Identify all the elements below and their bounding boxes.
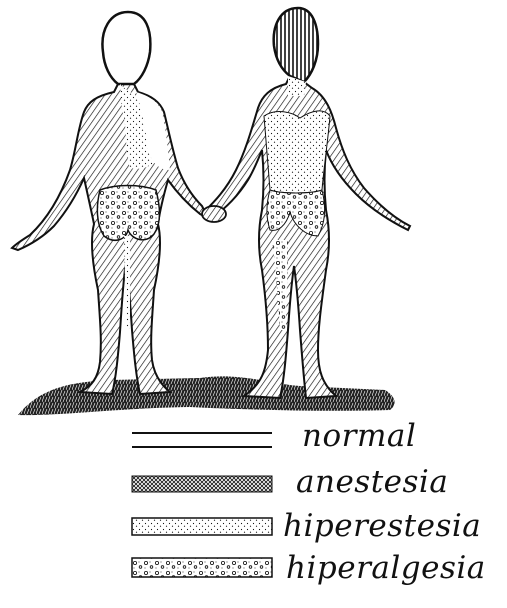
back-figure-head xyxy=(102,12,150,84)
back-view-figure xyxy=(12,12,208,394)
legend-swatch-anestesia xyxy=(132,476,272,492)
legend-label-anestesia: anestesia xyxy=(296,464,448,500)
front-figure-torso-area xyxy=(264,111,330,193)
legend-label-normal: normal xyxy=(302,418,416,454)
legend-item-anestesia: anestesia xyxy=(132,464,448,500)
back-figure-buttocks xyxy=(97,186,159,241)
back-figure-leg-gap xyxy=(124,236,130,330)
legend-swatch-hiperalgesia xyxy=(132,558,272,577)
legend-item-hiperestesia: hiperestesia xyxy=(132,508,481,544)
front-view-figure xyxy=(204,8,410,398)
legend: normal anestesia hiperestesia hiperalges… xyxy=(132,418,486,586)
legend-item-hiperalgesia: hiperalgesia xyxy=(132,550,486,586)
ground-shadow xyxy=(18,376,395,415)
legend-label-hiperalgesia: hiperalgesia xyxy=(286,550,486,586)
legend-item-normal: normal xyxy=(132,418,416,454)
legend-swatch-normal xyxy=(132,433,272,447)
joined-hands xyxy=(202,206,226,222)
legend-swatch-hiperestesia xyxy=(132,518,272,535)
legend-label-hiperestesia: hiperestesia xyxy=(283,508,481,544)
front-figure-head xyxy=(274,8,318,82)
